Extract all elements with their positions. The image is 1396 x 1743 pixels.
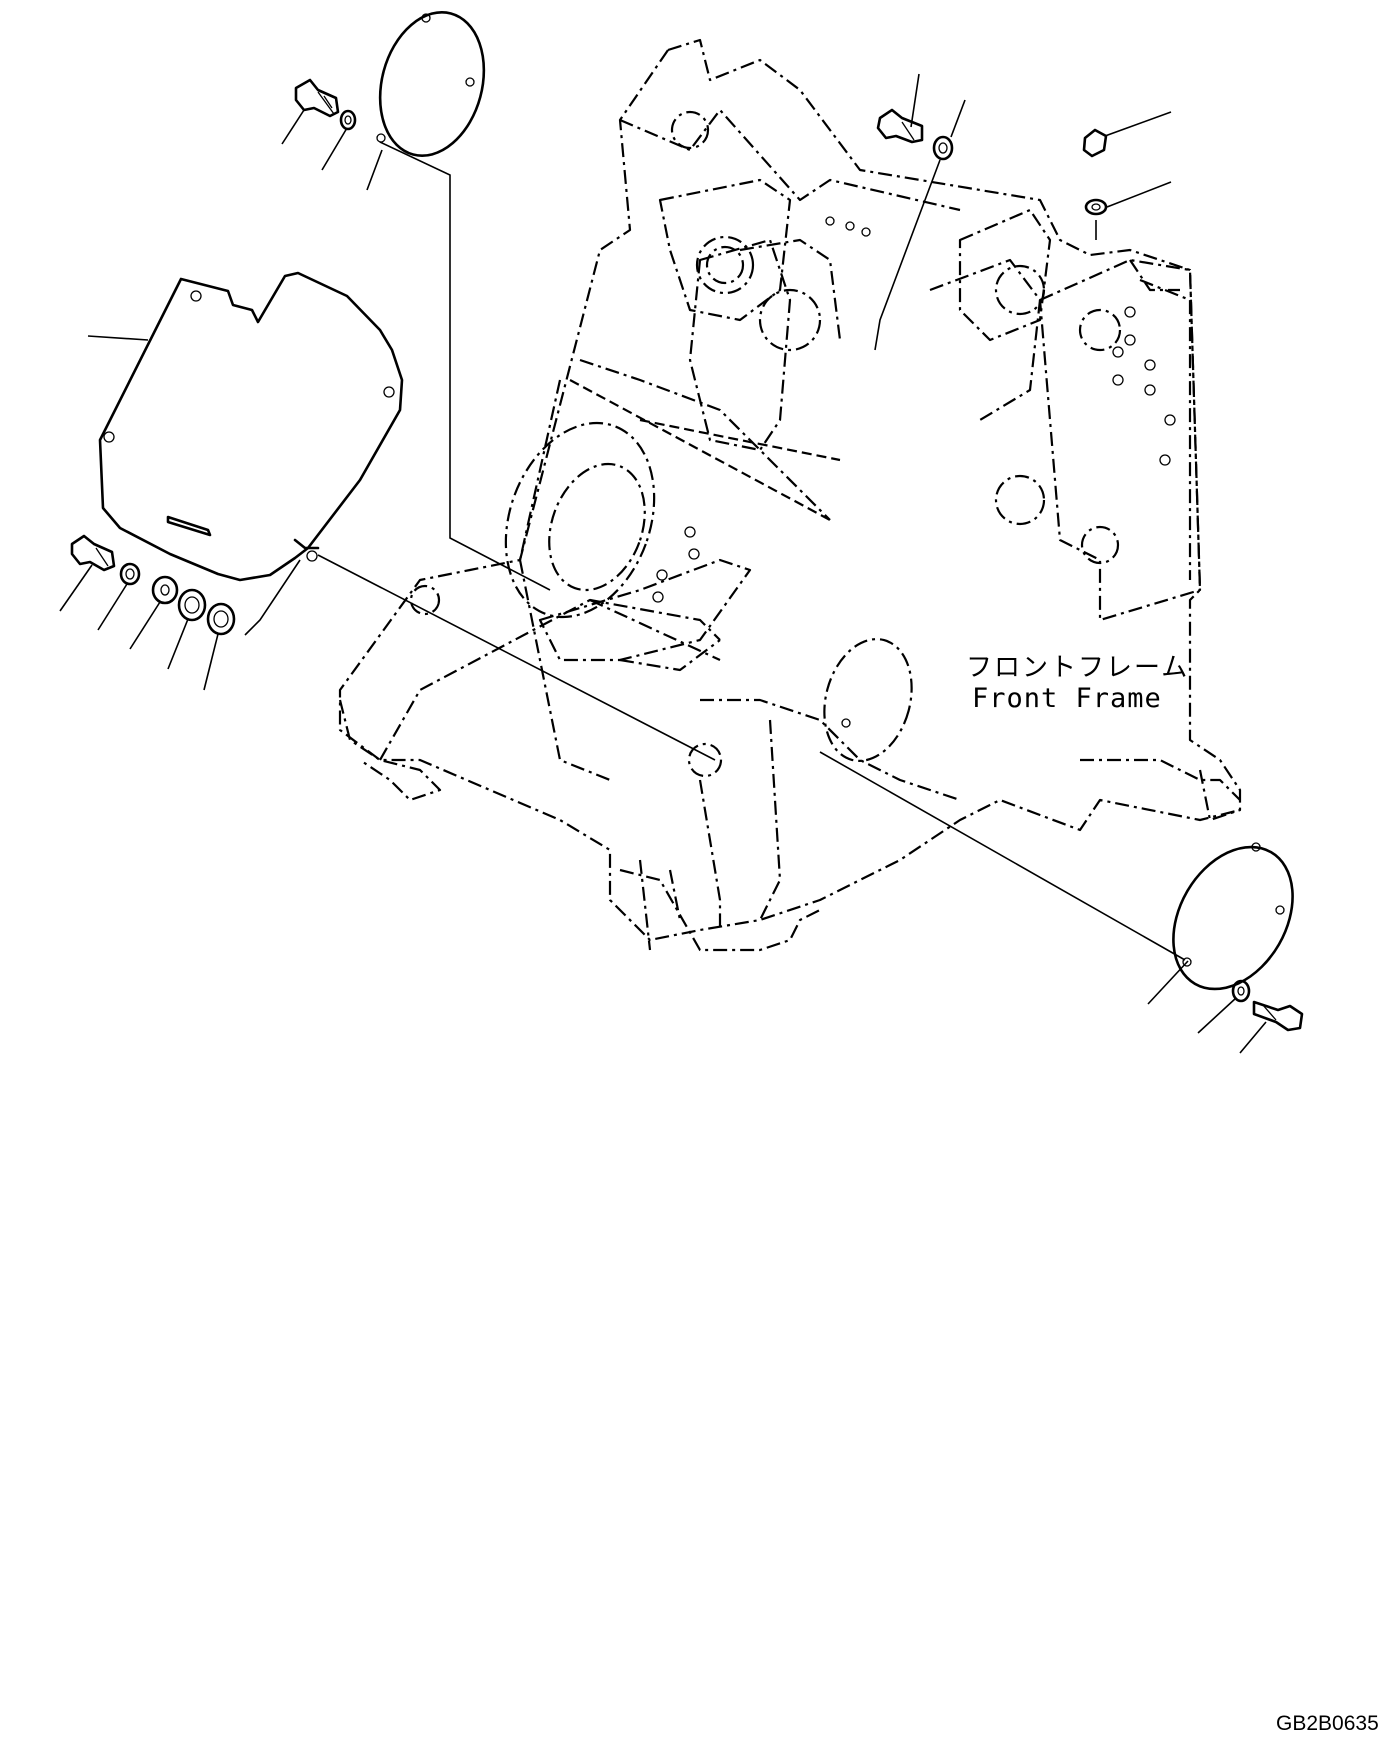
- upper-round-cover: [376, 11, 486, 157]
- bolt-lower-left: [70, 534, 116, 572]
- bolt-upper-left: [294, 78, 340, 118]
- leader-lines: [59, 73, 1267, 1054]
- bolt-pattern: [652, 216, 1176, 728]
- assembly-lines: [244, 141, 1186, 961]
- drawing-code: GB2B0635: [1276, 1712, 1379, 1735]
- bolt-lower-right: [1252, 1000, 1304, 1032]
- bolt-top-right: [1082, 128, 1108, 158]
- washer-stack-lower-left: [119, 562, 236, 636]
- washer-top-center: [932, 135, 954, 161]
- left-cover-plate: [98, 271, 404, 582]
- part-label-japanese: フロントフレーム: [966, 653, 1190, 683]
- washer-lower-right: [1231, 979, 1251, 1003]
- front-frame: [338, 38, 1242, 952]
- washer-upper-left: [339, 109, 357, 131]
- part-label-english: Front Frame: [972, 683, 1162, 714]
- washer-top-right: [1084, 198, 1108, 216]
- lower-round-cover: [1172, 842, 1294, 991]
- bolt-top-center: [876, 108, 924, 144]
